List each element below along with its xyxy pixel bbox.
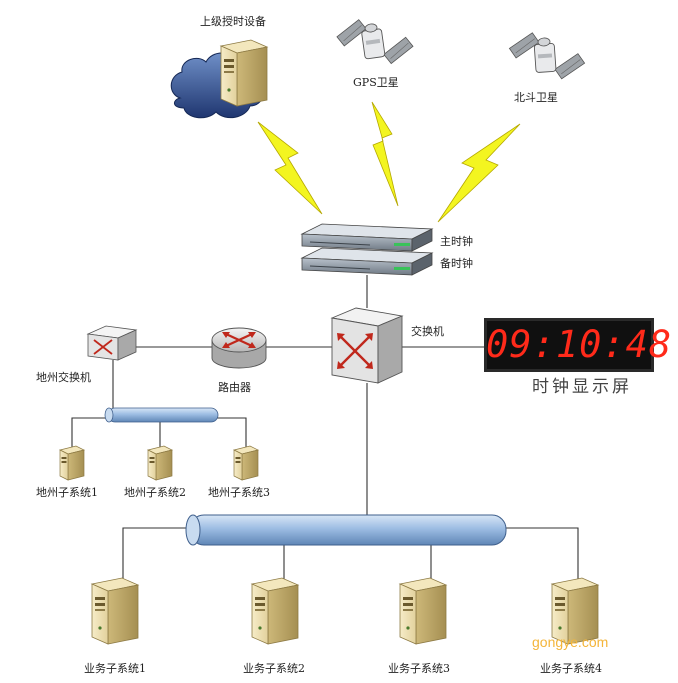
clock-display-panel (484, 318, 654, 372)
signal-bolts (257, 101, 521, 223)
upper-timing-server-icon (220, 39, 268, 107)
beidou-satellite-icon (507, 28, 587, 83)
local-subsystem-1-server-icon (59, 445, 85, 481)
label-local-subsystem-3: 地州子系统3 (208, 486, 270, 499)
local-subsystem-3-server-icon (233, 445, 259, 481)
master-clock-rack-icon (300, 223, 434, 252)
label-beidou-satellite: 北斗卫星 (514, 91, 558, 104)
local-switch-icon (86, 325, 138, 361)
backup-clock-rack-icon (300, 247, 434, 276)
label-local-subsystem-2: 地州子系统2 (124, 486, 186, 499)
label-business-subsystem-1: 业务子系统1 (84, 662, 146, 675)
label-upper-timing-device: 上级授时设备 (200, 15, 266, 28)
business-subsystem-3-server-icon (399, 577, 447, 645)
label-clock-display: 时钟显示屏 (532, 377, 632, 397)
main-bus-pipe (185, 514, 507, 546)
bolt-left-icon (257, 121, 323, 215)
label-master-clock: 主时钟 (440, 235, 473, 248)
clock-time-readout: 09:10:48 (486, 323, 673, 366)
label-gps-satellite: GPS卫星 (353, 76, 399, 89)
label-router: 路由器 (218, 381, 251, 394)
label-local-subsystem-1: 地州子系统1 (36, 486, 98, 499)
label-business-subsystem-2: 业务子系统2 (243, 662, 305, 675)
local-subsystem-2-server-icon (147, 445, 173, 481)
label-switch: 交换机 (411, 325, 444, 338)
gps-satellite-icon (334, 12, 416, 71)
label-local-switch: 地州交换机 (36, 371, 91, 384)
bolt-center-icon (371, 101, 399, 207)
router-icon (211, 327, 267, 369)
local-bus-pipe (104, 407, 219, 423)
label-backup-clock: 备时钟 (440, 257, 473, 270)
label-business-subsystem-4: 业务子系统4 (540, 662, 602, 675)
watermark: gongye.com (532, 634, 609, 650)
business-subsystem-1-server-icon (91, 577, 139, 645)
core-switch-icon (330, 307, 404, 384)
business-subsystem-2-server-icon (251, 577, 299, 645)
label-business-subsystem-3: 业务子系统3 (388, 662, 450, 675)
bolt-right-icon (437, 123, 521, 223)
